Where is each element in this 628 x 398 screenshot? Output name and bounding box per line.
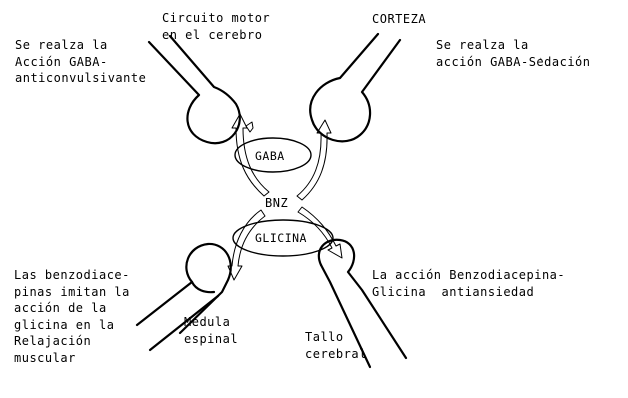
arrow-to-glicina-left [227,209,266,281]
arrow-to-gaba-left [231,113,270,197]
glicina-oval [232,219,334,257]
neuron-top-right [309,32,402,143]
neuron-bottom-left [135,242,232,352]
label-corteza: CORTEZA [372,12,427,26]
label-bottom-right-note: La acción Benzodiacepina- Glicina antian… [372,268,566,299]
label-bnz: BNZ [265,196,289,210]
label-gaba: GABA [255,149,285,163]
label-top-left-note: Se realza la Acción GABA- anticonvulsiva… [15,38,147,85]
label-motor-circuit: Circuito motor en el cerebro [162,11,271,42]
label-bottom-left-note: Las benzodiace- pinas imitan la acción d… [14,268,130,365]
neuron-top-left [147,34,241,145]
arrow-to-gaba-right [296,119,332,201]
arrow-to-glicina-right [297,206,343,259]
gaba-oval [234,137,312,173]
label-tallo-cerebral: Tallo cerebral [305,330,367,361]
label-medula-espinal: Médula espinal [184,315,239,346]
small-mark [539,57,543,61]
arrow-to-top-left-neuron [245,121,254,133]
neuron-bottom-right [317,238,408,369]
label-glicina: GLICINA [255,231,307,245]
label-top-right-note: Se realza la acción GABA-Sedación [436,38,591,69]
bnz-arrows [227,113,343,281]
